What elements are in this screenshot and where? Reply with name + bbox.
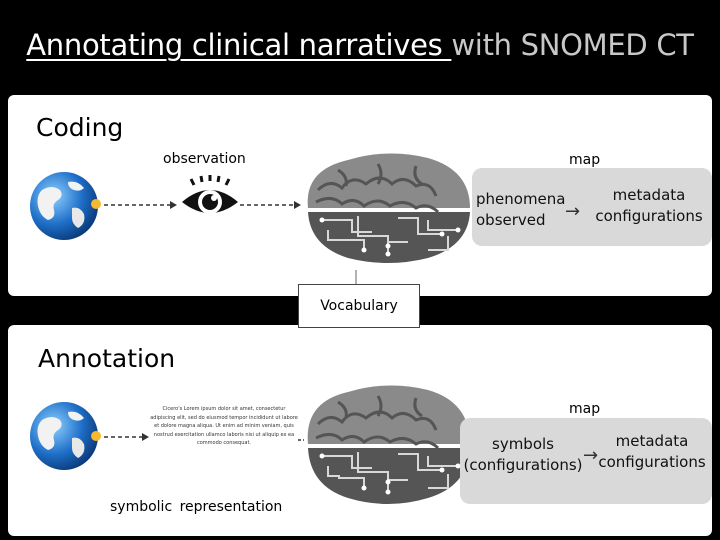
symbols-line: symbols [492, 435, 554, 453]
connector-line [355, 270, 357, 284]
globe-icon [30, 172, 101, 240]
observed-line: observed [476, 211, 546, 229]
annotation-metadata-text: metadata configurations [596, 431, 708, 473]
vocabulary-label: Vocabulary [320, 298, 398, 314]
eye-icon [182, 175, 238, 214]
brain-icon [307, 385, 470, 504]
configurations-line: configurations [598, 453, 706, 471]
phenomena-observed-text: phenomena observed [476, 189, 565, 231]
coding-map-label: map [569, 152, 601, 168]
annotation-map-box [460, 418, 712, 504]
map-arrow-icon: → [583, 445, 599, 466]
map-arrow-icon: → [565, 201, 581, 222]
page-title: Annotating clinical narratives with SNOM… [0, 28, 720, 62]
document-icon: Cicero's Lorem ipsum dolor sit amet, con… [150, 406, 298, 446]
vocabulary-box: Vocabulary [298, 284, 420, 328]
metadata-line: metadata [612, 186, 686, 204]
metadata-line: metadata [615, 432, 689, 450]
observation-label: observation [163, 151, 246, 167]
phenomena-line: phenomena [476, 190, 566, 208]
symbolic-representation-label: symbolic representation [110, 499, 283, 515]
coding-map-box [472, 168, 712, 246]
dashed-arrow [104, 201, 177, 209]
title-underlined: Annotating clinical narratives [26, 28, 452, 62]
coding-label: Coding [36, 113, 124, 142]
dashed-arrow [298, 439, 304, 441]
configurations-paren-line: (configurations) [463, 456, 583, 474]
brain-icon [307, 153, 470, 263]
symbols-configurations-text: symbols (configurations) [462, 434, 584, 476]
configurations-line: configurations [595, 207, 703, 225]
annotation-map-label: map [569, 401, 601, 417]
dashed-arrow [104, 433, 149, 441]
coding-metadata-text: metadata configurations [593, 185, 705, 227]
dashed-arrow [240, 201, 301, 209]
title-rest: with SNOMED CT [451, 28, 694, 62]
annotation-label: Annotation [38, 344, 176, 373]
globe-icon [30, 402, 101, 470]
